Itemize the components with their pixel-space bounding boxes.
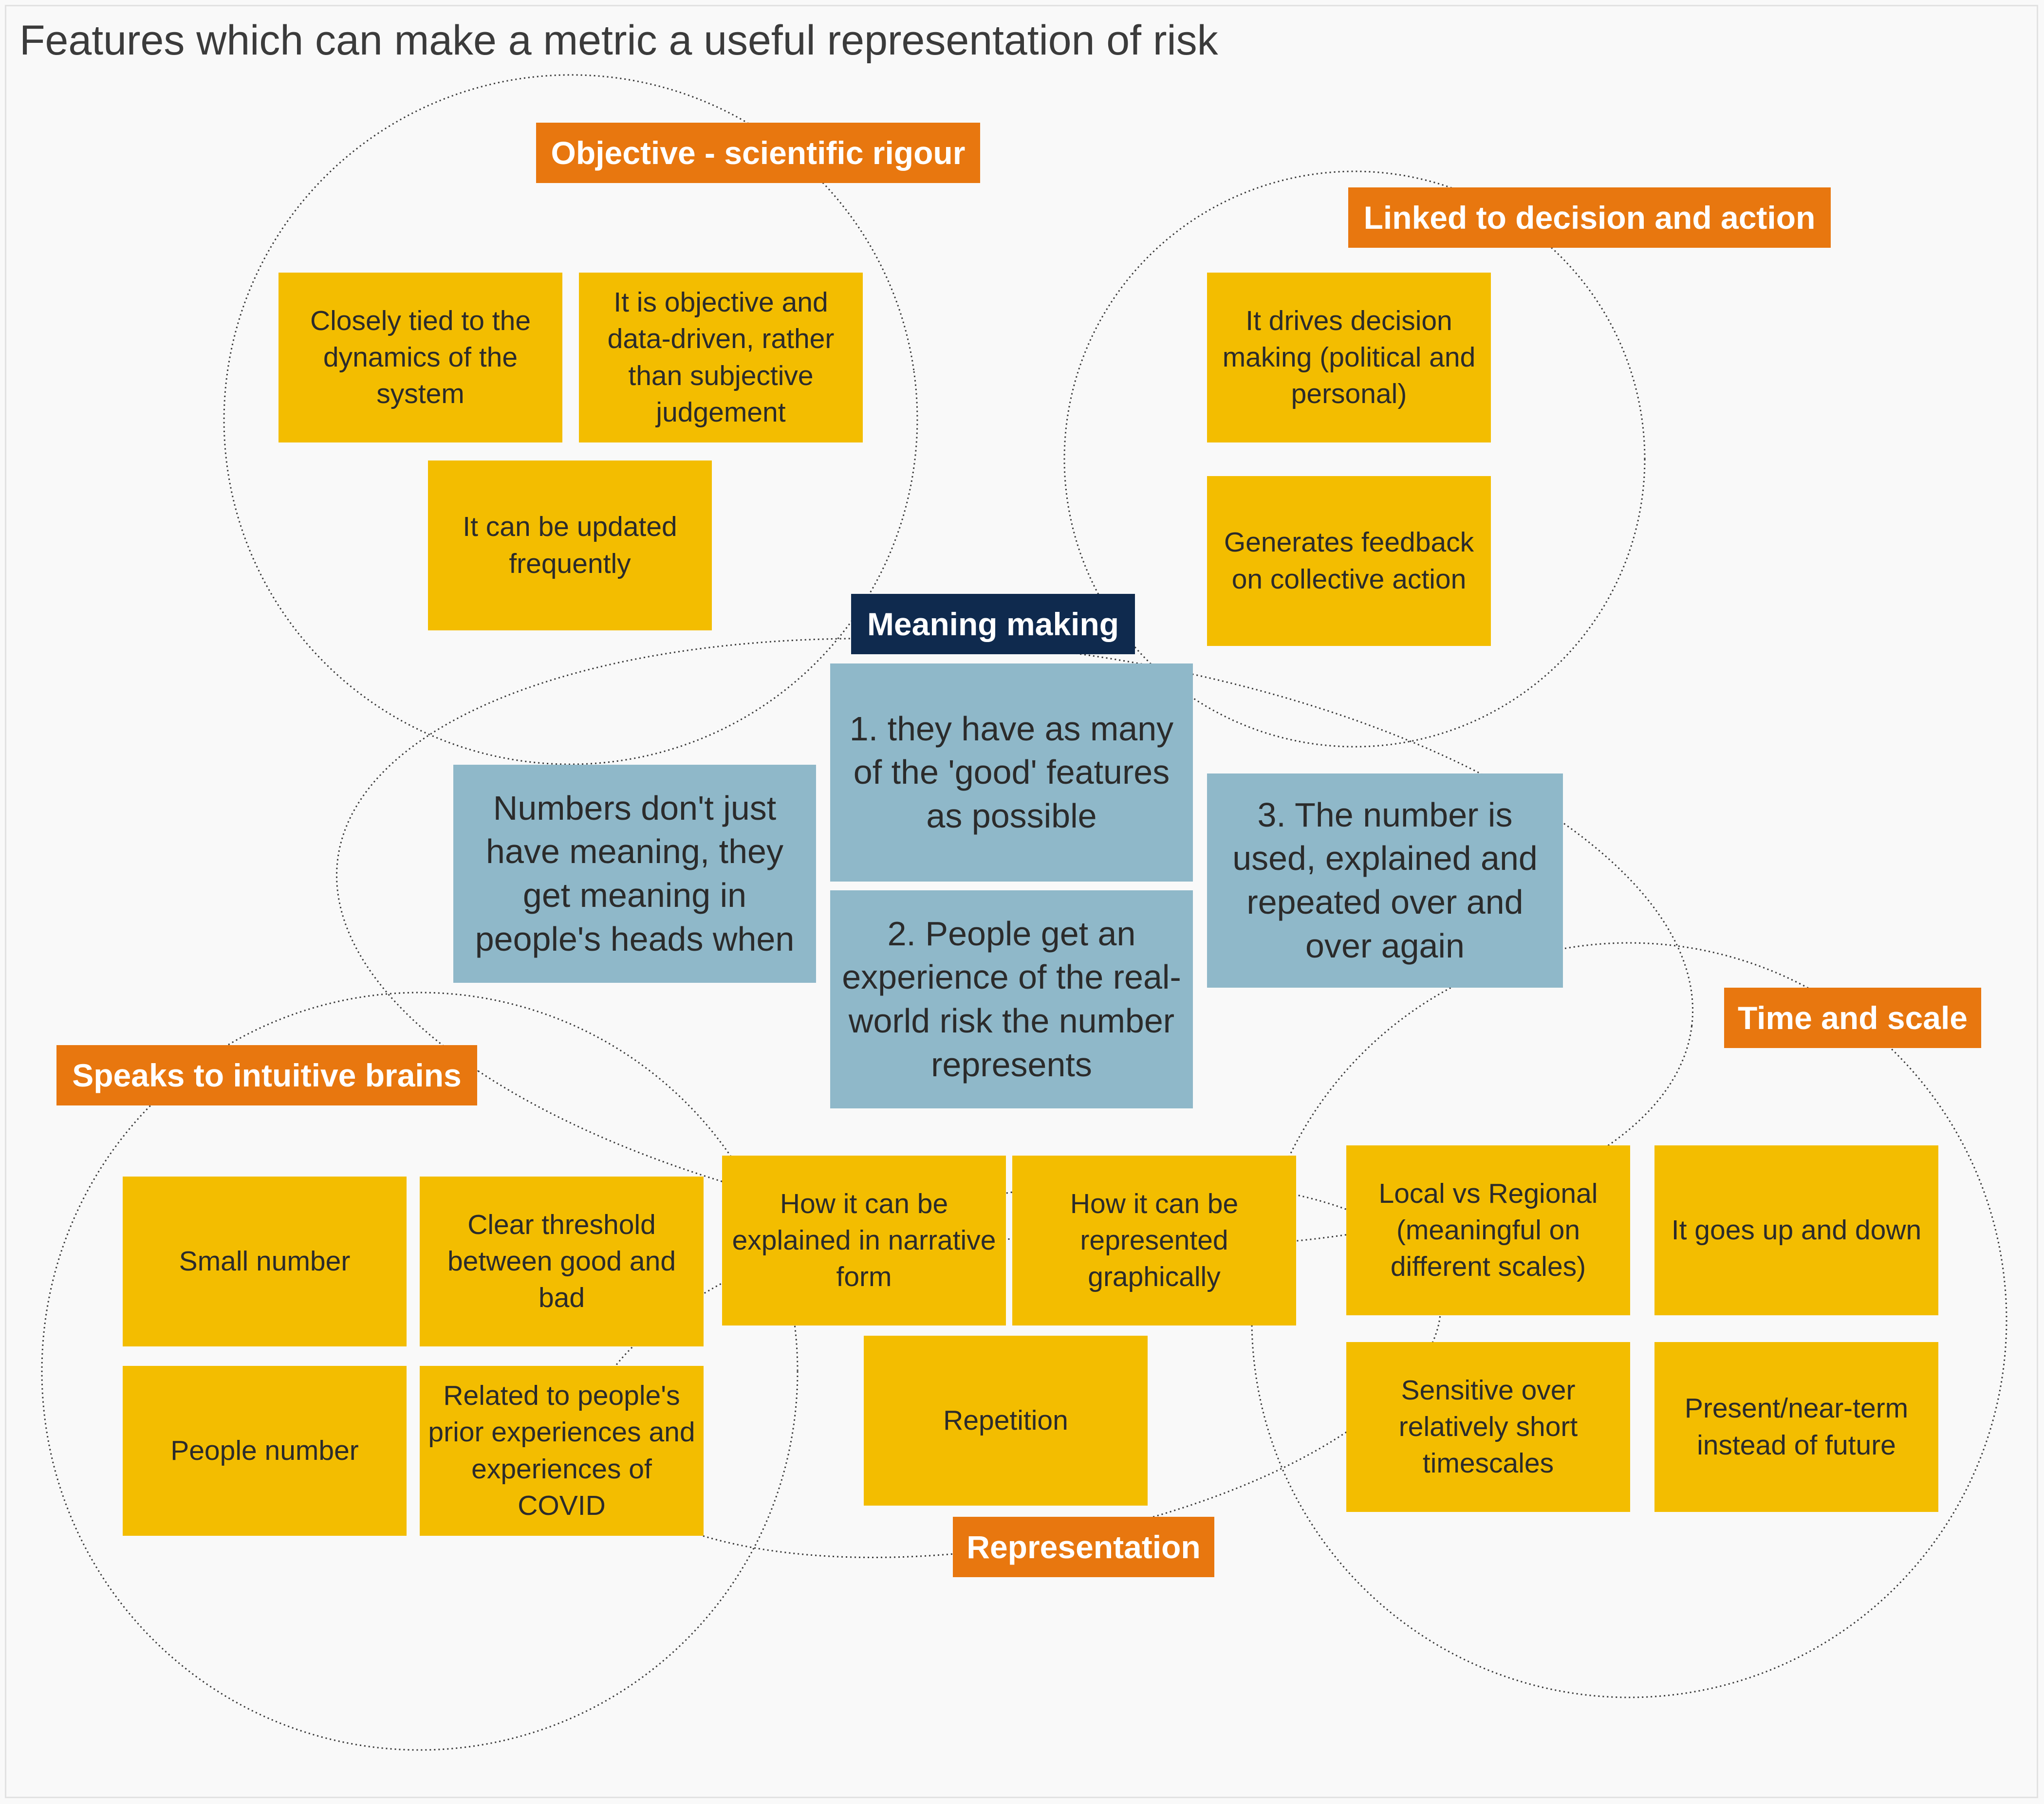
sticky-note: Generates feedback on collective action <box>1207 476 1491 646</box>
sticky-note: Clear threshold between good and bad <box>420 1177 704 1346</box>
objective-cluster-outline <box>223 74 918 765</box>
canvas-frame <box>5 5 2038 1798</box>
sticky-note: It is objective and data-driven, rather … <box>579 273 863 442</box>
linked-cluster-outline <box>1063 170 1646 748</box>
page-title: Features which can make a metric a usefu… <box>19 17 1218 64</box>
intuitive-cluster-outline <box>41 992 799 1751</box>
meaning-note: Numbers don't just have meaning, they ge… <box>453 765 816 983</box>
sticky-note: How it can be explained in narrative for… <box>722 1156 1006 1325</box>
sticky-note: Repetition <box>864 1336 1148 1506</box>
meaning-label: Meaning making <box>851 594 1135 654</box>
meaning-note: 1. they have as many of the 'good' featu… <box>830 663 1193 882</box>
sticky-note: Present/near-term instead of future <box>1654 1342 1938 1512</box>
intuitive-label: Speaks to intuitive brains <box>56 1045 477 1105</box>
time-cluster-outline <box>1251 942 2007 1698</box>
sticky-note: It can be updated frequently <box>428 460 712 630</box>
sticky-note: Local vs Regional (meaningful on differe… <box>1346 1145 1630 1315</box>
objective-label: Objective - scientific rigour <box>536 123 980 183</box>
sticky-note: Related to people's prior experiences an… <box>420 1366 704 1536</box>
sticky-note: People number <box>123 1366 407 1536</box>
sticky-note: How it can be represented graphically <box>1012 1156 1296 1325</box>
sticky-note: It drives decision making (political and… <box>1207 273 1491 442</box>
meaning-note: 2. People get an experience of the real-… <box>830 890 1193 1108</box>
representation-label: Representation <box>953 1517 1214 1577</box>
sticky-note: Small number <box>123 1177 407 1346</box>
sticky-note: Sensitive over relatively short timescal… <box>1346 1342 1630 1512</box>
meaning-note: 3. The number is used, explained and rep… <box>1207 773 1563 988</box>
sticky-note: Closely tied to the dynamics of the syst… <box>279 273 562 442</box>
linked-label: Linked to decision and action <box>1348 187 1831 248</box>
time-label: Time and scale <box>1724 988 1981 1048</box>
sticky-note: It goes up and down <box>1654 1145 1938 1315</box>
